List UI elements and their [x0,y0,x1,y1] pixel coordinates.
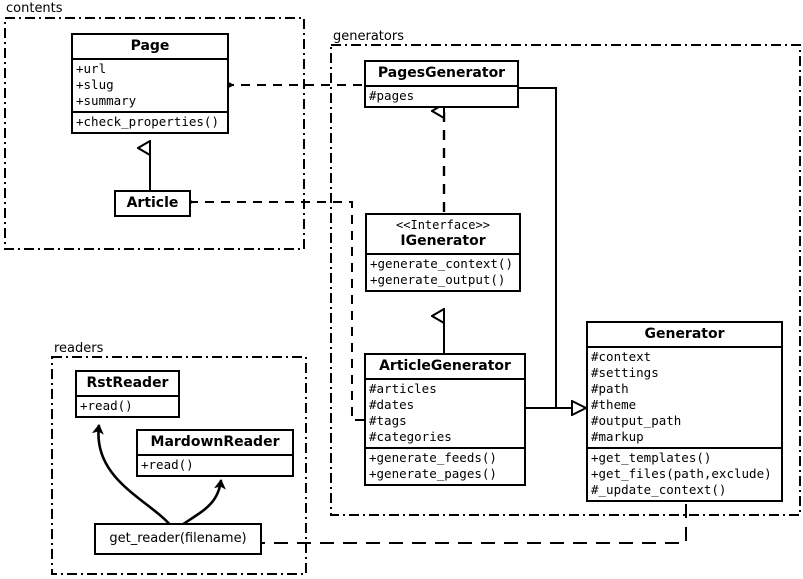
compartment-divider [366,85,517,87]
compartment-divider [73,58,227,60]
methods-compartment-igenerator: +generate_context() +generate_output() [367,255,519,290]
class-method: +generate_output() [370,272,506,287]
attributes-compartment-page: +url +slug +summary [73,60,227,111]
class-box-pages-generator[interactable]: PagesGenerator #pages [364,60,519,108]
class-method: +check_properties() [76,114,219,129]
class-box-generator[interactable]: Generator #context #settings #path #them… [586,321,783,502]
class-attribute: #context [591,349,652,364]
class-method: +get_templates() [591,450,712,465]
class-method: +get_files(path,exclude) [591,466,772,481]
package-label-generators: generators [333,29,404,44]
class-attribute: #path [591,381,629,396]
function-name-get-reader: get_reader(filename) [109,531,247,546]
methods-compartment-page: +check_properties() [73,113,227,132]
edge-getreader-to-markdownreader [178,479,226,529]
methods-compartment-rst-reader: +read() [77,397,178,416]
class-name-rst-reader: RstReader [86,375,169,391]
class-name-article: Article [126,195,179,211]
compartment-divider [73,111,227,113]
methods-compartment-article-generator: +generate_feeds() +generate_pages() [366,449,524,484]
class-attribute: +summary [76,93,137,108]
class-attribute: #articles [369,381,437,396]
class-box-markdown-reader[interactable]: MardownReader +read() [136,429,294,477]
methods-compartment-markdown-reader: +read() [138,456,292,475]
package-label-readers: readers [54,341,104,356]
class-attribute: #dates [369,397,415,412]
class-method: #_update_context() [591,482,727,497]
class-attribute: #pages [369,88,415,103]
class-name-igenerator: IGenerator [400,233,486,249]
class-name-generator: Generator [644,326,725,342]
class-attribute: #theme [591,397,637,412]
compartment-divider [367,253,519,255]
compartment-divider [588,346,781,348]
compartment-divider [77,395,178,397]
class-attribute: #categories [369,429,452,444]
package-border-contents [4,17,305,250]
class-attribute: +slug [76,77,114,92]
class-attribute: +url [76,61,107,76]
attributes-compartment-article-generator: #articles #dates #tags #categories [366,380,524,447]
function-box-get-reader[interactable]: get_reader(filename) [94,523,262,555]
class-box-article[interactable]: Article [114,190,191,217]
class-attribute: #markup [591,429,644,444]
attributes-compartment-pages-generator: #pages [366,87,517,106]
compartment-divider [366,378,524,380]
package-label-contents: contents [6,1,63,16]
class-name-pages-generator: PagesGenerator [377,65,506,81]
class-method: +read() [80,398,133,413]
class-method: +generate_feeds() [369,450,497,465]
class-attribute: #settings [591,365,659,380]
edge-articlegenerator-to-article [192,202,364,421]
compartment-divider [366,447,524,449]
package-border-readers [51,356,307,575]
class-attribute: #tags [369,413,407,428]
class-name-markdown-reader: MardownReader [150,434,280,450]
edge-pagesgenerator-to-generator [519,87,557,408]
class-name-article-generator: ArticleGenerator [379,358,511,374]
package-border-generators [330,44,801,516]
class-box-page[interactable]: Page +url +slug +summary +check_properti… [71,33,229,134]
class-name-page: Page [130,38,170,54]
methods-compartment-generator: +get_templates() +get_files(path,exclude… [588,449,781,500]
class-method: +generate_pages() [369,466,497,481]
class-attribute: #output_path [591,413,682,428]
compartment-divider [588,447,781,449]
class-box-rst-reader[interactable]: RstReader +read() [75,370,180,418]
class-method: +read() [141,457,194,472]
edge-getreader-to-rstreader [91,424,174,528]
class-box-article-generator[interactable]: ArticleGenerator #articles #dates #tags … [364,353,526,486]
class-stereotype-igenerator: <<Interface>> [396,218,490,232]
class-method: +generate_context() [370,256,513,271]
edge-generator-to-getreader [262,504,687,543]
attributes-compartment-generator: #context #settings #path #theme #output_… [588,348,781,447]
compartment-divider [138,454,292,456]
class-box-igenerator[interactable]: <<Interface>> IGenerator +generate_conte… [365,213,521,292]
